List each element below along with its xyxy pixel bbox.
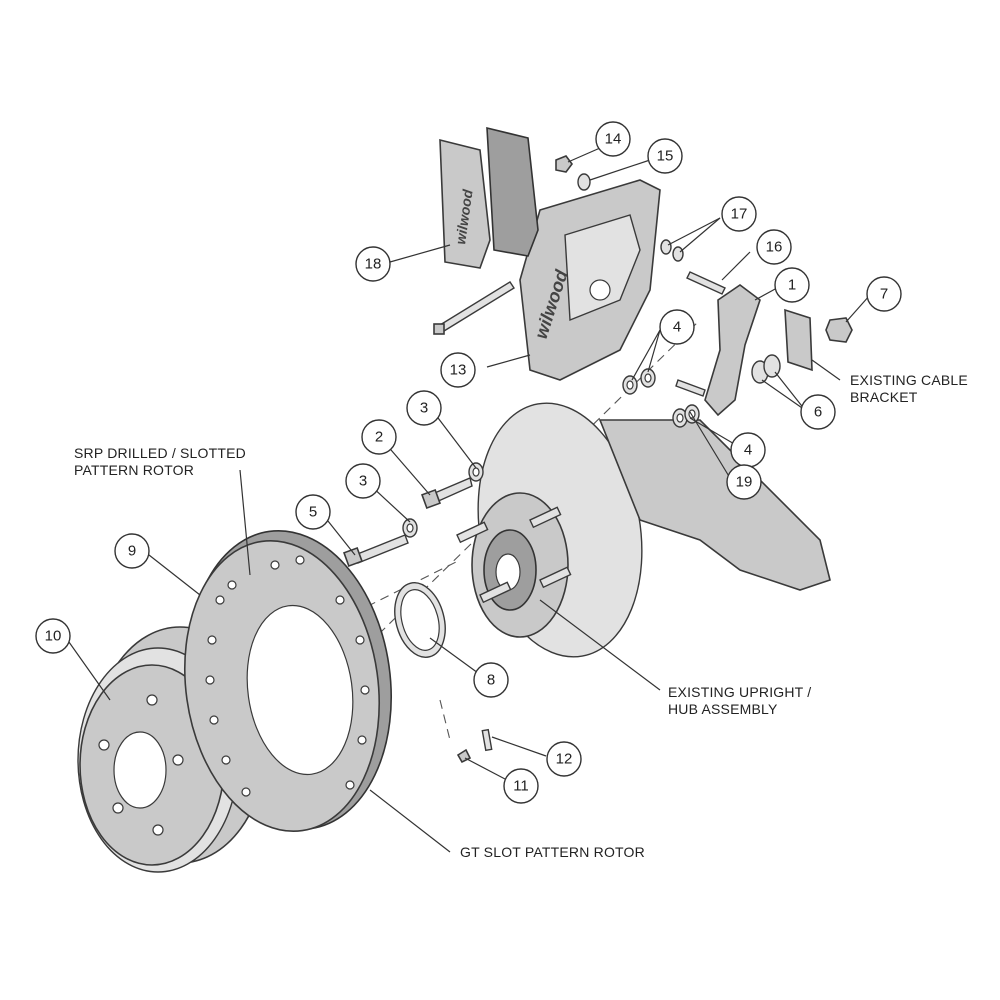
label-cable-bracket-line2: BRACKET — [850, 389, 918, 405]
callout-2: 2 — [361, 419, 397, 455]
caliper-bolt-part — [433, 281, 515, 335]
callout-1: 1 — [774, 267, 810, 303]
callout-3-lower: 3 — [345, 463, 381, 499]
callout-4-upper: 4 — [659, 309, 695, 345]
callout-19: 19 — [726, 464, 762, 500]
assembly-centerline — [249, 319, 701, 761]
rotor-part — [183, 530, 393, 832]
label-srp-rotor-line1: SRP DRILLED / SLOTTED — [74, 445, 246, 461]
callout-9-number: 9 — [128, 543, 136, 560]
caliper-part: wilwood — [519, 179, 661, 381]
bracket-part — [704, 284, 761, 417]
callout-14: 14 — [595, 121, 631, 157]
callout-12-number: 12 — [556, 751, 573, 768]
callout-13-number: 13 — [450, 362, 467, 379]
cable-bracket-part — [784, 308, 813, 372]
callout-8-number: 8 — [487, 672, 495, 689]
callout-18: 18 — [355, 246, 391, 282]
callout-10: 10 — [35, 618, 71, 654]
callout-19-number: 19 — [736, 474, 753, 491]
callout-15: 15 — [647, 138, 683, 174]
ring-part — [394, 582, 446, 658]
callout-17-number: 17 — [731, 206, 748, 223]
label-srp-rotor: SRP DRILLED / SLOTTED PATTERN ROTOR — [74, 445, 246, 478]
leader-lines — [63, 147, 871, 853]
label-cable-bracket: EXISTING CABLE BRACKET — [850, 372, 968, 405]
label-srp-rotor-line2: PATTERN ROTOR — [74, 462, 194, 478]
upright-hub-assembly — [456, 402, 831, 658]
callout-4-lower: 4 — [730, 432, 766, 468]
label-gt-rotor-text: GT SLOT PATTERN ROTOR — [460, 844, 645, 860]
callout-13: 13 — [440, 352, 476, 388]
label-upright-hub-line2: HUB ASSEMBLY — [668, 701, 778, 717]
callout-8: 8 — [473, 662, 509, 698]
callout-1-number: 1 — [788, 277, 796, 294]
callout-16-number: 16 — [766, 239, 783, 256]
callout-14-number: 14 — [605, 131, 622, 148]
label-upright-hub: EXISTING UPRIGHT / HUB ASSEMBLY — [668, 684, 811, 717]
callout-5-number: 5 — [309, 504, 317, 521]
callout-11: 11 — [503, 768, 539, 804]
callout-18-number: 18 — [365, 256, 382, 273]
callout-5: 5 — [295, 494, 331, 530]
callout-9: 9 — [114, 533, 150, 569]
label-gt-rotor: GT SLOT PATTERN ROTOR — [460, 844, 645, 860]
callout-3-upper-number: 3 — [420, 400, 428, 417]
callout-4-lower-number: 4 — [744, 442, 752, 459]
callout-15-number: 15 — [657, 148, 674, 165]
callout-10-number: 10 — [45, 628, 62, 645]
callout-3-lower-number: 3 — [359, 473, 367, 490]
label-upright-hub-line1: EXISTING UPRIGHT / — [668, 684, 811, 700]
callout-6-number: 6 — [814, 404, 822, 421]
callout-12: 12 — [546, 741, 582, 777]
pad-brand-text: wilwood — [452, 188, 476, 245]
callout-3-upper: 3 — [406, 390, 442, 426]
rotor-drill-holes — [205, 555, 370, 797]
callout-11-number: 11 — [513, 778, 529, 795]
brake-pads-part: wilwood — [439, 126, 539, 269]
hat-drum-part — [77, 626, 275, 873]
callout-16: 16 — [756, 229, 792, 265]
callout-2-number: 2 — [375, 429, 383, 446]
callout-17: 17 — [721, 196, 757, 232]
fasteners — [343, 155, 853, 764]
callout-6: 6 — [800, 394, 836, 430]
label-cable-bracket-line1: EXISTING CABLE — [850, 372, 968, 388]
callout-4-upper-number: 4 — [673, 319, 681, 336]
callout-7-number: 7 — [880, 286, 888, 303]
callout-7: 7 — [866, 276, 902, 312]
